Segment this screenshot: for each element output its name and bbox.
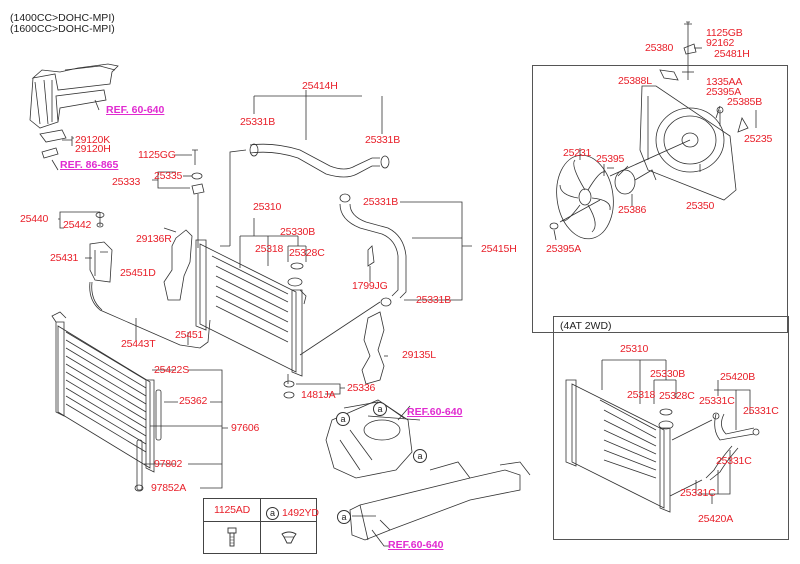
part-label-25443T[interactable]: 25443T <box>121 338 156 350</box>
part-label-25231[interactable]: 25231 <box>563 147 592 159</box>
ref-link-60-640-center[interactable]: REF.60-640 <box>407 406 463 418</box>
callout-marker-a-3: a <box>413 449 427 463</box>
part-label-25331B-lower-top[interactable]: 25331B <box>363 196 399 208</box>
part-label-97802[interactable]: 97802 <box>154 458 183 470</box>
part-label-25414H[interactable]: 25414H <box>302 80 338 92</box>
part-label-29136R[interactable]: 29136R <box>136 233 172 245</box>
part-label-25395[interactable]: 25395 <box>596 153 625 165</box>
coolant-reservoir <box>85 241 113 283</box>
part-label-25395A-top[interactable]: 25395A <box>706 86 742 98</box>
part-label-25331B-upper-left[interactable]: 25331B <box>240 116 276 128</box>
front-end-carrier <box>29 63 119 159</box>
variant-part-label-25331C-3[interactable]: 25331C <box>716 455 752 467</box>
ref-link-60-640-top[interactable]: REF. 60-640 <box>106 104 165 116</box>
part-label-25333[interactable]: 25333 <box>112 176 141 188</box>
part-label-25331B-upper-right[interactable]: 25331B <box>365 134 401 146</box>
part-label-97852A[interactable]: 97852A <box>151 482 187 494</box>
part-label-25318[interactable]: 25318 <box>255 243 284 255</box>
part-label-25331B-lower-bottom[interactable]: 25331B <box>416 294 452 306</box>
part-label-25442[interactable]: 25442 <box>63 219 92 231</box>
part-label-25415H[interactable]: 25415H <box>481 243 517 255</box>
variant-part-label-25328C[interactable]: 25328C <box>659 390 695 402</box>
variant-part-label-25310[interactable]: 25310 <box>620 343 649 355</box>
part-label-25350[interactable]: 25350 <box>686 200 715 212</box>
part-label-25235[interactable]: 25235 <box>744 133 773 145</box>
part-label-1799JG[interactable]: 1799JG <box>352 280 388 292</box>
part-label-25431[interactable]: 25431 <box>50 252 79 264</box>
part-label-29135L[interactable]: 29135L <box>402 349 436 361</box>
ref-link-60-640-bottom[interactable]: REF.60-640 <box>388 539 444 551</box>
part-label-1125GG[interactable]: 1125GG <box>138 149 176 161</box>
fan-assembly-box <box>532 65 788 333</box>
clip-icon <box>281 531 297 544</box>
variant-part-label-25420B[interactable]: 25420B <box>720 371 756 383</box>
part-label-25451[interactable]: 25451 <box>175 329 204 341</box>
part-label-25395A-bottom[interactable]: 25395A <box>546 243 582 255</box>
part-label-25440[interactable]: 25440 <box>20 213 49 225</box>
variant-part-label-25420A[interactable]: 25420A <box>698 513 734 525</box>
part-label-1335AA[interactable]: 1335AA <box>706 76 743 88</box>
variant-part-label-25331C-4[interactable]: 25331C <box>680 487 716 499</box>
bolt-icon <box>227 527 237 547</box>
ref-link-86-865[interactable]: REF. 86-865 <box>60 159 119 171</box>
part-label-25310[interactable]: 25310 <box>253 201 282 213</box>
part-label-25388L[interactable]: 25388L <box>618 75 652 87</box>
front-side-member <box>349 461 531 541</box>
part-label-25336[interactable]: 25336 <box>347 382 376 394</box>
fan-shroud <box>639 85 737 201</box>
part-label-1481JA[interactable]: 1481JA <box>301 389 336 401</box>
part-label-25385B[interactable]: 25385B <box>727 96 763 108</box>
part-label-25328C[interactable]: 25328C <box>289 247 325 259</box>
main-radiator <box>195 218 307 377</box>
part-label-25451D[interactable]: 25451D <box>120 267 156 279</box>
callout-marker-a-4: a <box>337 510 351 524</box>
part-label-25330B[interactable]: 25330B <box>280 226 316 238</box>
variant-part-label-25330B[interactable]: 25330B <box>650 368 686 380</box>
fastener-part-1125AD[interactable]: 1125AD <box>214 504 250 516</box>
part-label-25386[interactable]: 25386 <box>618 204 647 216</box>
callout-marker-a: a <box>266 507 279 520</box>
part-label-25422S[interactable]: 25422S <box>154 364 190 376</box>
callout-marker-a-1: a <box>336 412 350 426</box>
fender-apron <box>325 399 413 479</box>
engine-spec-line-2: (1600CC>DOHC-MPI) <box>10 23 115 35</box>
variant-part-label-25331C-1[interactable]: 25331C <box>699 395 735 407</box>
callout-marker-a-2: a <box>373 402 387 416</box>
variant-part-label-25318[interactable]: 25318 <box>627 389 656 401</box>
part-label-92162[interactable]: 92162 <box>706 37 735 49</box>
variant-4at-2wd-box <box>553 316 789 540</box>
part-label-1125GB[interactable]: 1125GB <box>706 27 743 39</box>
part-label-29120K[interactable]: 29120K <box>75 134 111 146</box>
variant-radiator <box>565 359 677 513</box>
part-label-25335[interactable]: 25335 <box>154 170 183 182</box>
variant-part-label-25331C-2[interactable]: 25331C <box>743 405 779 417</box>
part-label-25481H[interactable]: 25481H <box>714 48 750 60</box>
fan-blade <box>556 154 614 240</box>
engine-spec-line-1: (1400CC>DOHC-MPI) <box>10 12 115 24</box>
part-label-25362[interactable]: 25362 <box>179 395 208 407</box>
condenser <box>51 311 155 473</box>
part-label-29120H[interactable]: 29120H <box>75 143 111 155</box>
part-label-97606[interactable]: 97606 <box>231 422 260 434</box>
part-label-25380[interactable]: 25380 <box>645 42 674 54</box>
variant-title: (4AT 2WD) <box>560 320 612 332</box>
fastener-part-1492YD[interactable]: 1492YD <box>282 507 319 519</box>
